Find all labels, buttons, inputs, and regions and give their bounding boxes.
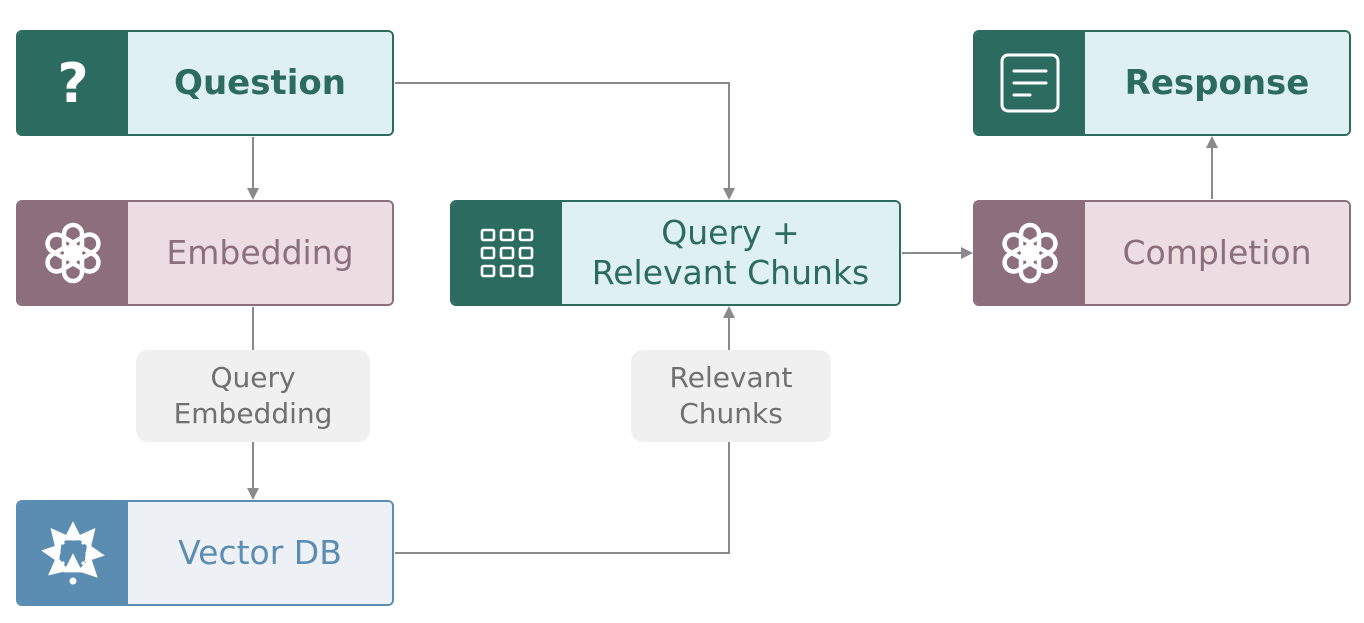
completion-label-text: Completion [1122, 233, 1312, 273]
embedding-icon-box [18, 202, 128, 304]
completion-label: Completion [1085, 202, 1349, 304]
question-icon-box: ? [18, 32, 128, 134]
vector-db-label-text: Vector DB [178, 533, 342, 573]
vector-arrows-icon [41, 521, 105, 585]
openai-logo-icon [1002, 222, 1058, 284]
query-chunks-label-line2: Relevant Chunks [591, 253, 870, 292]
query-embedding-line1: Query [210, 361, 296, 395]
relevant-chunks-line1: Relevant [669, 361, 793, 395]
question-mark-icon: ? [57, 51, 89, 115]
relevant-chunks-edge-label: Relevant Chunks [631, 350, 831, 442]
question-node: ? Question [16, 30, 394, 136]
openai-logo-icon [45, 222, 101, 284]
embedding-label: Embedding [128, 202, 392, 304]
connector-question-query [395, 82, 735, 200]
response-node: Response [973, 30, 1351, 136]
vector-db-label: Vector DB [128, 502, 392, 604]
vector-db-node: Vector DB [16, 500, 394, 606]
completion-node: Completion [973, 200, 1351, 306]
response-label: Response [1085, 32, 1349, 134]
query-chunks-label-line1: Query + [661, 213, 800, 253]
grid-icon [480, 228, 534, 278]
query-embedding-edge-label: Query Embedding [136, 350, 370, 442]
question-label: Question [128, 32, 392, 134]
query-chunks-node: Query + Relevant Chunks [450, 200, 901, 306]
question-label-text: Question [174, 62, 346, 103]
query-embedding-line2: Embedding [173, 397, 333, 430]
document-icon [1000, 53, 1060, 113]
response-label-text: Response [1124, 62, 1310, 103]
vector-db-icon-box [18, 502, 128, 604]
relevant-chunks-line2: Chunks [679, 397, 783, 430]
embedding-label-text: Embedding [166, 233, 354, 273]
response-icon-box [975, 32, 1085, 134]
query-chunks-label: Query + Relevant Chunks [562, 202, 899, 304]
query-chunks-icon-box [452, 202, 562, 304]
completion-icon-box [975, 202, 1085, 304]
embedding-node: Embedding [16, 200, 394, 306]
